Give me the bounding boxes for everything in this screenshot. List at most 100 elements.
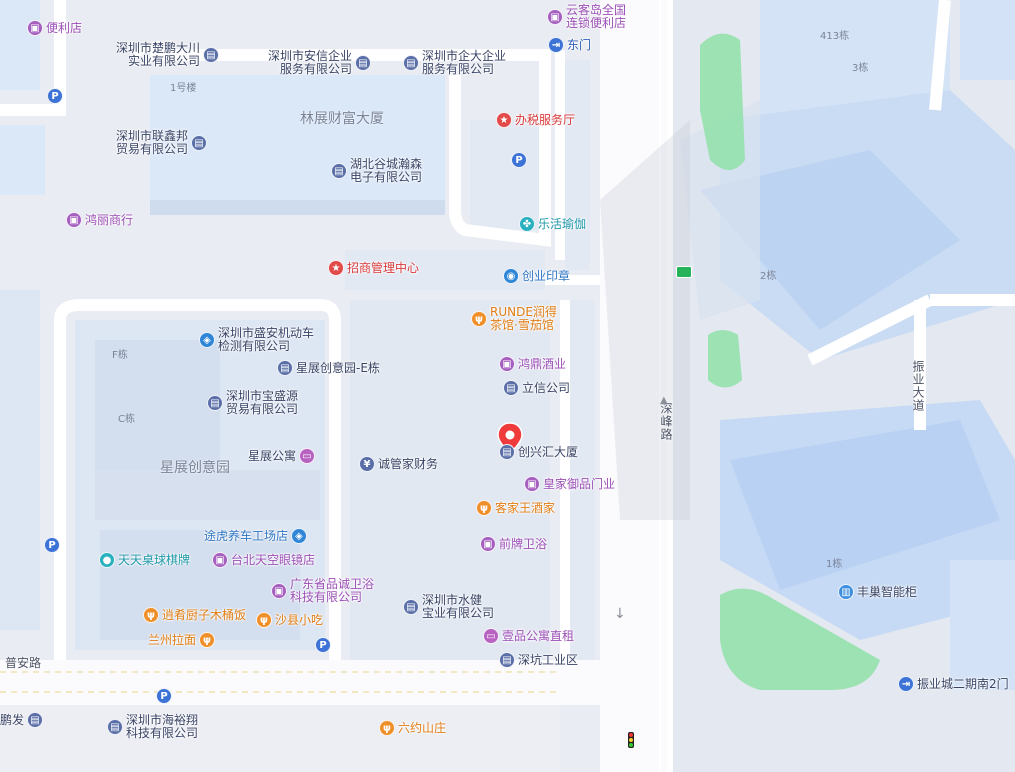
poi-bianlidian[interactable]: ▣便利店 (27, 20, 82, 36)
poi-huangjia[interactable]: ▣皇家御品门业 (524, 476, 615, 492)
poi-qianpai[interactable]: ▣前牌卫浴 (480, 536, 547, 552)
poi-label: 六约山庄 (398, 720, 447, 735)
traffic-light-icon (628, 732, 634, 748)
locker-icon: ▥ (838, 584, 854, 600)
poi-label: RUNDE润得 (490, 305, 557, 319)
poi-pengfa[interactable]: ▤鹏发 (0, 712, 44, 728)
poi-label: 宝业有限公司 (422, 606, 495, 620)
poi-label: 服务有限公司 (422, 62, 495, 76)
building-label-2: 2栋 (760, 271, 777, 282)
cutlery-icon: ψ (476, 500, 492, 516)
building-label-413: 413栋 (820, 31, 850, 42)
poi-liansenbang[interactable]: ▤深圳市联鑫邦贸易有限公司 (116, 130, 208, 156)
building-label-1: 1号楼 (170, 83, 197, 94)
poi-label: 科技有限公司 (126, 726, 199, 740)
poi-label: 振业城二期南2门 (917, 676, 1009, 691)
poi-tuhu[interactable]: ◈途虎养车工场店 (204, 528, 308, 544)
parking-marker[interactable]: P (44, 537, 60, 553)
parking-marker[interactable]: P (47, 88, 63, 104)
poi-banshui[interactable]: ★办税服务厅 (496, 112, 575, 128)
poi-zhaoshang[interactable]: ★招商管理中心 (328, 260, 419, 276)
poi-label: 科技有限公司 (290, 590, 363, 604)
poi-hongli[interactable]: ▣鸿丽商行 (66, 212, 133, 228)
building-label-3: 3栋 (852, 63, 869, 74)
poi-label: 湖北谷城瀚森 (350, 157, 423, 171)
poi-label: 创兴汇大厦 (518, 444, 579, 459)
poi-label: 连锁便利店 (566, 16, 627, 30)
poi-hongding[interactable]: ▣鸿鼎酒业 (499, 356, 566, 372)
building-label-f: F栋 (112, 350, 128, 361)
poi-taibei[interactable]: ▣台北天空眼镜店 (212, 552, 315, 568)
poi-hailixiang[interactable]: ▤深圳市海裕翔科技有限公司 (107, 714, 198, 740)
building-icon: ▤ (403, 55, 419, 71)
bed-icon: ▭ (483, 628, 499, 644)
poi-label: 沙县小吃 (275, 612, 324, 627)
poi-label: 广东省品诚卫浴 (290, 577, 375, 591)
poi-chuangye[interactable]: ◉创业印章 (503, 268, 570, 284)
poi-shenkeng[interactable]: ▤深坑工业区 (499, 652, 578, 668)
poi-xingzhanapt[interactable]: ▭星展公寓 (248, 448, 316, 464)
area-linzhan: 林展财富大厦 (300, 111, 384, 127)
poi-shengan[interactable]: ◈深圳市盛安机动车检测有限公司 (199, 327, 314, 353)
building-icon: ▤ (331, 163, 347, 179)
parking-icon: P (511, 152, 527, 168)
cutlery-icon: ψ (379, 720, 395, 736)
poi-label: 途虎养车工场店 (204, 528, 289, 543)
parking-marker[interactable]: P (315, 637, 331, 653)
poi-anxin[interactable]: ▤深圳市安信企业服务有限公司 (268, 49, 372, 76)
parking-marker[interactable]: P (156, 688, 172, 704)
poi-guangdong[interactable]: ▣广东省品诚卫浴科技有限公司 (271, 578, 374, 604)
poi-yunkedao[interactable]: ▣云客岛全国连锁便利店 (547, 4, 626, 30)
poi-chengguanjia[interactable]: ¥诚管家财务 (359, 456, 438, 472)
poi-lehuo[interactable]: ✤乐活瑜伽 (519, 216, 586, 232)
poi-label: 深圳市安信企业 (268, 49, 353, 63)
building-icon: ▤ (207, 395, 223, 411)
building-icon: ▤ (499, 444, 515, 460)
poi-label: 电子有限公司 (350, 170, 423, 184)
poi-label: 台北天空眼镜店 (231, 552, 316, 567)
poi-yipin[interactable]: ▭壹品公寓直租 (483, 628, 574, 644)
poi-label: 东门 (567, 37, 592, 52)
poi-label: 前牌卫浴 (499, 536, 548, 551)
poi-gucheng[interactable]: ▤湖北谷城瀚森电子有限公司 (331, 158, 422, 184)
poi-fengchao[interactable]: ▥丰巢智能柜 (838, 584, 917, 600)
poi-chupeng[interactable]: ▤深圳市楚鹏大川实业有限公司 (116, 42, 220, 68)
shop-icon: ▣ (27, 20, 43, 36)
poi-label: 深圳市水健 (422, 593, 483, 607)
poi-label: 深圳市宝盛源 (226, 389, 299, 403)
shop-icon: ▣ (547, 9, 563, 25)
poi-label: 招商管理中心 (347, 260, 420, 275)
poi-label: 诚管家财务 (378, 456, 439, 471)
parking-marker[interactable]: P (511, 152, 527, 168)
shop-icon: ▣ (499, 356, 515, 372)
building-icon: ▤ (355, 55, 372, 71)
poi-lixin[interactable]: ▤立信公司 (503, 380, 570, 396)
poi-zhenyecheng[interactable]: ⇥振业城二期南2门 (898, 676, 1009, 692)
shop-icon: ▣ (212, 552, 228, 568)
poi-dongmen[interactable]: ⇥东门 (548, 37, 591, 53)
poi-qida[interactable]: ▤深圳市企大企业服务有限公司 (403, 50, 506, 76)
building-icon: ▤ (27, 712, 44, 728)
shop-icon: ▣ (524, 476, 540, 492)
poi-chuangxinghui[interactable]: ▤创兴汇大厦 (499, 444, 578, 460)
poi-shuijian[interactable]: ▤深圳市水健宝业有限公司 (403, 594, 494, 620)
poi-label: 便利店 (46, 20, 83, 35)
shop-icon: ▣ (271, 583, 287, 599)
poi-tiantian[interactable]: ●天天桌球棋牌 (99, 552, 190, 568)
bus-stop-icon[interactable] (676, 266, 692, 278)
poi-xingzhan-e[interactable]: ▤星展创意园-E栋 (277, 360, 380, 376)
road-shenfeng: 深峰路 (659, 402, 673, 441)
area-xingzhan: 星展创意园 (160, 460, 230, 476)
poi-baosheng[interactable]: ▤深圳市宝盛源贸易有限公司 (207, 390, 298, 416)
poi-label: 深坑工业区 (518, 652, 579, 667)
poi-label: 鸿鼎酒业 (518, 356, 567, 371)
poi-label: 鸿丽商行 (85, 212, 134, 227)
